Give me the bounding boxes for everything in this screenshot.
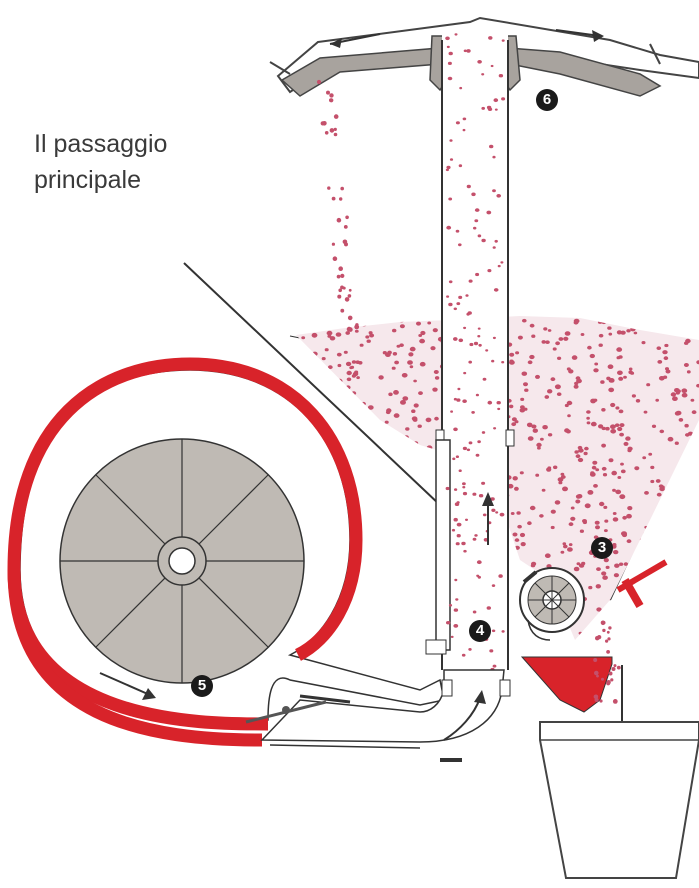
marker-3: 3 <box>591 537 613 559</box>
marker-4: 4 <box>469 620 491 642</box>
fan-housing <box>14 364 444 740</box>
caption: Il passaggio principale <box>34 126 167 198</box>
marker-5: 5 <box>191 675 213 697</box>
collection-bucket <box>540 722 699 878</box>
marker-6: 6 <box>536 89 558 111</box>
caption-line-1: Il passaggio <box>34 126 167 162</box>
caption-line-2: principale <box>34 162 167 198</box>
